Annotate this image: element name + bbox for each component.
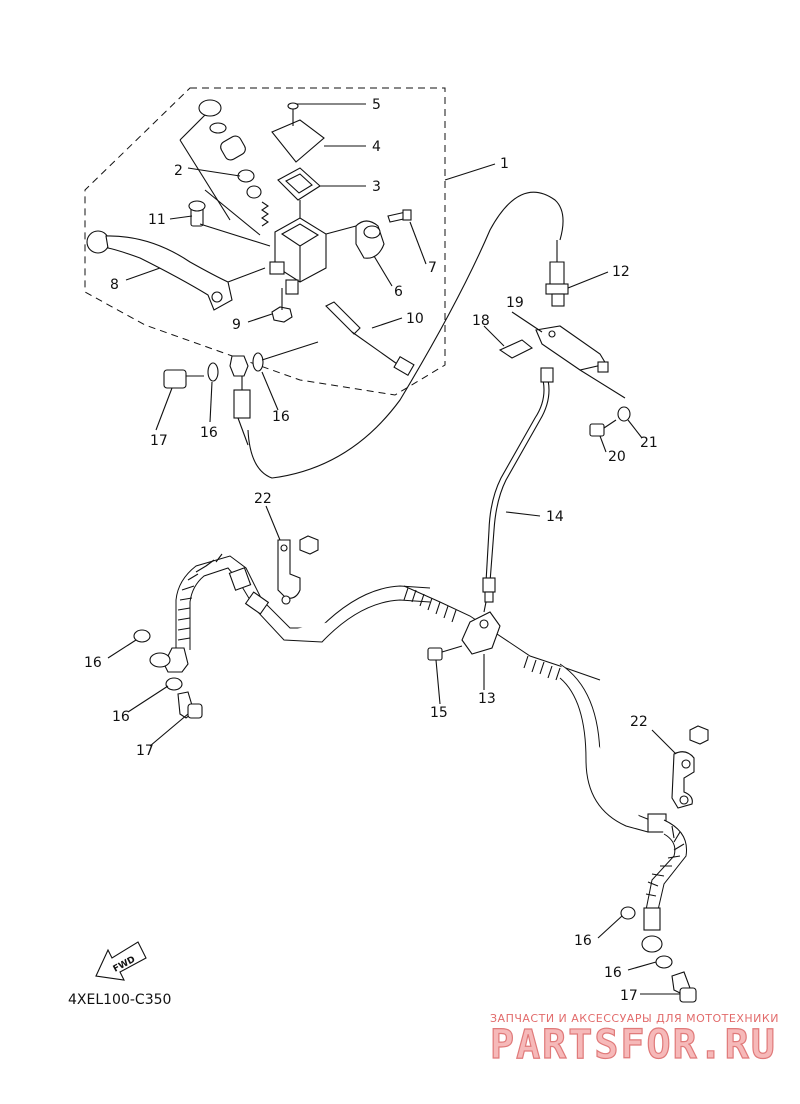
- fwd-arrow-icon: [95, 941, 147, 981]
- callout-17-a: 17: [150, 433, 168, 449]
- fwd-arrow: FWD: [95, 941, 147, 981]
- callout-8: 8: [110, 277, 119, 293]
- watermark-tagline: ЗАПЧАСТИ И АКСЕССУАРЫ ДЛЯ МОТОТЕХНИКИ: [490, 1012, 779, 1025]
- reservoir-cap: [271, 119, 325, 163]
- callout-2: 2: [174, 163, 183, 179]
- joint-bolt: [427, 647, 443, 661]
- brake-switch: [325, 301, 361, 335]
- return-spring: [261, 201, 269, 227]
- guide-nut-left: [299, 535, 319, 555]
- washer-right-a: [620, 906, 636, 920]
- brake-pipe: [489, 379, 550, 583]
- callout-3: 3: [372, 179, 381, 195]
- three-way-joint: [461, 611, 501, 655]
- callout-19: 19: [506, 295, 524, 311]
- watermark: ЗАПЧАСТИ И АКСЕССУАРЫ ДЛЯ МОТОТЕХНИКИ PA…: [489, 1012, 779, 1069]
- callout-6: 6: [394, 284, 403, 300]
- master-cylinder-assembly: [86, 99, 415, 376]
- piston-seal: [237, 169, 255, 183]
- guide-nut-right: [689, 725, 709, 745]
- bracket-washer: [617, 406, 631, 422]
- assembly-boundary: [84, 87, 446, 396]
- callout-13: 13: [478, 691, 496, 707]
- callout-16-b: 16: [272, 409, 290, 425]
- watermark-brand: PARTSFOR.RU: [490, 1022, 777, 1068]
- ribbed-hose-left: [177, 553, 223, 641]
- washer-top-a: [207, 362, 219, 382]
- callout-10: 10: [406, 311, 424, 327]
- bracket-bolt: [589, 423, 605, 437]
- hose-joint-fitting: [549, 261, 565, 285]
- callout-18: 18: [472, 313, 490, 329]
- piston-cup: [198, 99, 222, 117]
- ribbed-hose-center-left: [403, 587, 457, 623]
- callout-22-b: 22: [630, 714, 648, 730]
- hose-ferrule-upper: [233, 389, 251, 419]
- callout-17-b: 17: [136, 743, 154, 759]
- hose-fitting-upper: [229, 355, 249, 377]
- pivot-nut: [271, 306, 293, 323]
- callout-14: 14: [546, 509, 564, 525]
- callout-16-f: 16: [604, 965, 622, 981]
- washer-top-b: [252, 352, 264, 372]
- lever-ball-end: [86, 230, 110, 254]
- callout-22-a: 22: [254, 491, 272, 507]
- callout-21: 21: [640, 435, 658, 451]
- washer-left-a: [133, 629, 151, 643]
- washer-left-b: [165, 677, 183, 691]
- callout-16-c: 16: [84, 655, 102, 671]
- joint-bracket: [535, 325, 607, 371]
- callout-16-a: 16: [200, 425, 218, 441]
- washer-right-b: [655, 955, 673, 969]
- upper-brake-hose: [247, 191, 564, 479]
- circlip: [209, 122, 227, 134]
- callout-11: 11: [148, 212, 166, 228]
- diagram-code: 4XEL100-C350: [68, 992, 171, 1008]
- callout-5: 5: [372, 97, 381, 113]
- ribbed-hose-right: [645, 825, 685, 897]
- callout-17-c: 17: [620, 988, 638, 1004]
- callout-numbers: 1 2 3 4 5 6 7 8 9 10 11 12 13 14 15 16 1…: [84, 97, 658, 1004]
- callout-9: 9: [232, 317, 241, 333]
- brake-lever: [105, 235, 233, 311]
- callout-16-d: 16: [112, 709, 130, 725]
- callout-1: 1: [500, 156, 509, 172]
- lower-hose-assembly: [133, 535, 709, 1003]
- callout-20: 20: [608, 449, 626, 465]
- piston: [220, 135, 246, 161]
- primary-cup: [246, 185, 262, 199]
- callout-4: 4: [372, 139, 381, 155]
- callout-7: 7: [428, 260, 437, 276]
- callout-12: 12: [612, 264, 630, 280]
- banjo-bolt-top: [163, 369, 187, 389]
- callout-15: 15: [430, 705, 448, 721]
- ribbed-hose-center-right: [523, 655, 561, 681]
- hose-clip: [498, 339, 534, 359]
- reservoir-diaphragm: [277, 167, 321, 201]
- callout-16-e: 16: [574, 933, 592, 949]
- leader-lines: [107, 103, 680, 995]
